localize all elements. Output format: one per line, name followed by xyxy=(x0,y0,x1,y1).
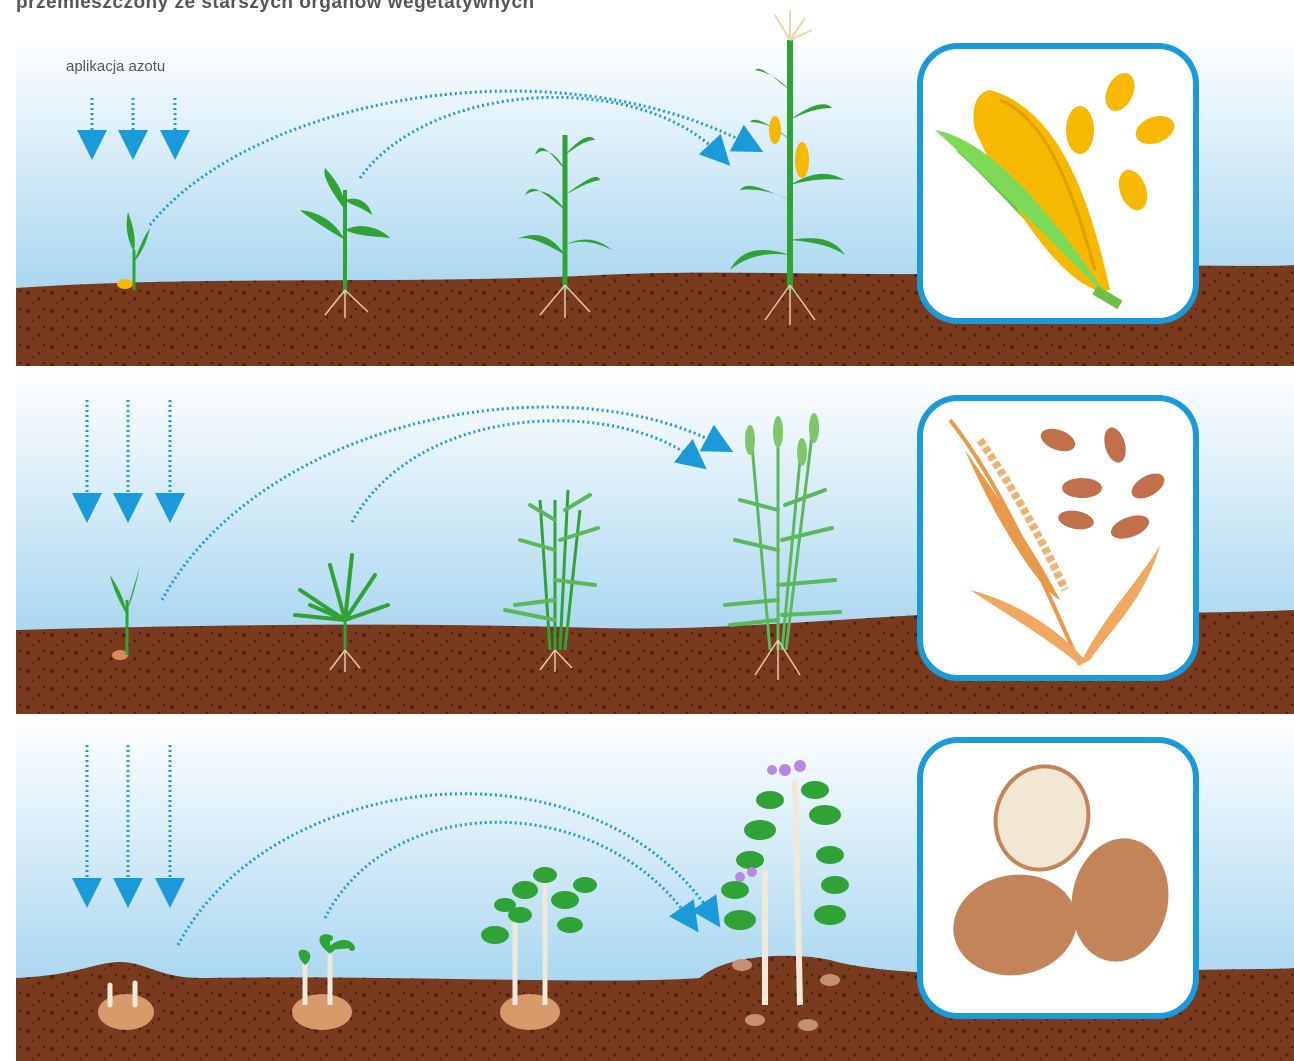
panel-potato xyxy=(16,718,1294,1061)
wheat-ear-card xyxy=(920,398,1196,678)
nitrogen-application-label: aplikacja azotu xyxy=(66,58,165,75)
potato-card xyxy=(920,740,1196,1016)
panel-maize xyxy=(16,10,1294,366)
panel-wheat xyxy=(16,370,1294,714)
maize-cob-card xyxy=(920,46,1196,321)
